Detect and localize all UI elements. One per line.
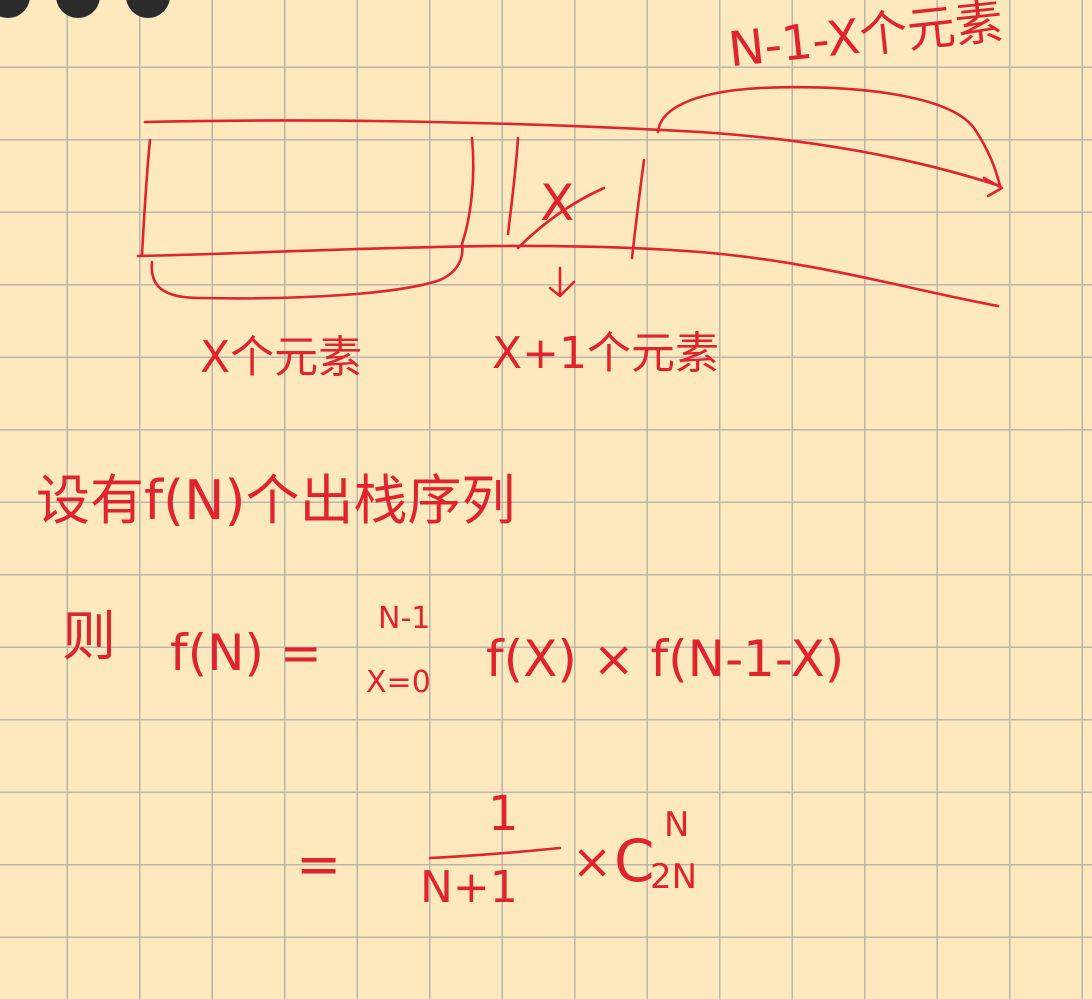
label-x-elements: X个元素 <box>200 332 363 383</box>
stroke-left-box-left <box>140 138 152 256</box>
zoom-dot[interactable] <box>126 0 170 18</box>
recurrence-lhs: f(N) = <box>170 624 322 682</box>
stroke-top-line <box>143 119 1002 188</box>
window-controls <box>0 0 170 18</box>
label-x-plus-1-elements: X+1个元素 <box>492 328 720 379</box>
stroke-top-arrow <box>982 176 1004 198</box>
closed-form-equals: = <box>296 833 342 896</box>
stroke-left-brace <box>150 242 464 300</box>
recurrence-rhs: f(X) × f(N-1-X) <box>486 630 845 688</box>
statement-define-fn: 设有f(N)个出栈序列 <box>36 469 516 532</box>
stroke-top-brace <box>656 85 1002 188</box>
combination-superscript: N <box>664 805 690 845</box>
stroke-right-box-right <box>630 158 646 260</box>
fraction-denominator: N+1 <box>420 862 518 913</box>
label-middle-x: X <box>540 174 575 232</box>
combination-subscript: 2N <box>650 857 698 897</box>
stroke-left-box-right <box>460 136 475 246</box>
stroke-bottom-line <box>136 244 1000 308</box>
stroke-mid-diagonal <box>516 186 606 250</box>
minimize-dot[interactable] <box>56 0 100 18</box>
stroke-fraction-bar <box>428 846 562 860</box>
stroke-mid-arrow <box>548 266 576 298</box>
sum-upper-limit: N-1 <box>378 601 431 636</box>
combination-symbol: C <box>614 827 655 895</box>
recurrence-prefix: 则 <box>62 605 116 668</box>
sum-lower-limit: X=0 <box>366 665 431 700</box>
fraction-numerator: 1 <box>488 786 519 842</box>
stroke-right-box-left <box>506 136 520 236</box>
times-sign: × <box>572 834 613 890</box>
